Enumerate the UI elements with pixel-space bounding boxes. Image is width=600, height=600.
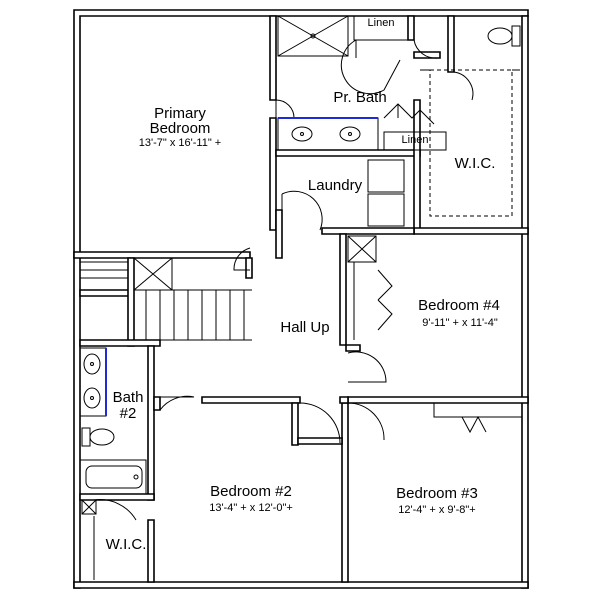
wic-bottom-closet xyxy=(81,499,97,580)
primary-vanity xyxy=(277,117,379,151)
wic-primary-label: W.I.C. xyxy=(454,155,496,172)
toilet-icon xyxy=(81,427,115,447)
hall-up-label: Hall Up xyxy=(280,319,330,336)
bathtub-icon xyxy=(79,459,147,495)
laundry-walls xyxy=(321,227,415,235)
bedroom2-dims: 13'-4" + x 12'-0"+ xyxy=(209,502,293,514)
primary-bedroom-wall xyxy=(269,15,277,231)
bedroom4-label: Bedroom #4 xyxy=(418,297,500,314)
primary-bedroom-name1: Primary xyxy=(154,105,206,122)
bath2-name2: #2 xyxy=(119,405,137,422)
pr-bath-walls xyxy=(275,149,421,157)
bath2-walls xyxy=(147,345,155,501)
sink-icon xyxy=(339,126,361,142)
washer-dryer-icon xyxy=(367,159,405,227)
sink-icon xyxy=(291,126,313,142)
sink-icon xyxy=(83,353,101,375)
bedroom3-dims: 12'-4" + x 9'-8"+ xyxy=(398,504,476,516)
wic-shelving xyxy=(420,69,520,217)
sink-icon xyxy=(83,387,101,409)
door-swings xyxy=(93,39,474,521)
bedroom4-closet-door xyxy=(377,269,393,331)
stairs-icon xyxy=(80,257,252,341)
toilet-icon xyxy=(487,25,521,47)
pr-bath-label: Pr. Bath xyxy=(333,89,387,106)
linen-top-closet xyxy=(353,15,409,41)
primary-bedroom-name2: Bedroom xyxy=(149,120,211,137)
bedroom2-walls xyxy=(153,396,161,411)
laundry-label: Laundry xyxy=(307,177,363,194)
linen-top-label: Linen xyxy=(367,17,395,29)
bedroom4-dims: 9'-11" + x 11'-4" xyxy=(422,317,498,329)
linen-mid-label: Linen xyxy=(401,134,429,146)
wic-bottom-label: W.I.C. xyxy=(105,536,147,553)
primary-bedroom-dims: 13'-7" x 16'-11" + xyxy=(138,137,222,149)
bedroom2-label: Bedroom #2 xyxy=(210,483,292,500)
exterior-walls xyxy=(73,9,529,589)
bath2-name1: Bath xyxy=(112,389,144,406)
bedroom3-closet xyxy=(433,402,523,434)
hall-closet xyxy=(347,235,377,340)
linen-mid-closet xyxy=(383,103,447,151)
bedroom3-label: Bedroom #3 xyxy=(396,485,478,502)
shower-icon xyxy=(277,15,349,57)
stair-walls xyxy=(73,251,251,259)
bedroom3-walls xyxy=(341,402,349,583)
bath2-vanity xyxy=(79,347,107,417)
